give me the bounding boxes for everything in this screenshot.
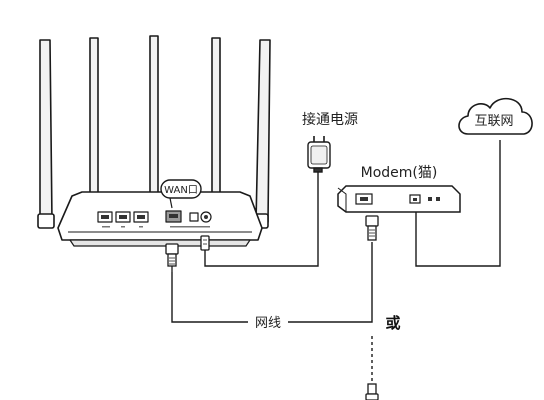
modem-ethernet-plug-icon — [365, 215, 379, 241]
router-lan-ports — [97, 211, 149, 223]
power-cord-plug — [200, 235, 210, 251]
internet-label: 互联网 — [474, 114, 513, 129]
router-antenna-1 — [37, 39, 55, 229]
power-cable — [204, 170, 319, 267]
alt-ethernet-plug-icon — [365, 383, 379, 400]
router-icon — [37, 35, 271, 247]
router-power-jack — [189, 211, 212, 223]
router-body — [57, 191, 263, 241]
router-wan-port — [165, 210, 182, 223]
modem-icon — [337, 185, 461, 213]
or-label: 或 — [385, 314, 400, 332]
modem-label: Modem(猫) — [361, 165, 438, 181]
wan-port-label: WAN口 — [164, 185, 198, 196]
ethernet-plug-icon — [165, 243, 179, 272]
router-antenna-5 — [251, 39, 271, 229]
router-antenna-2 — [89, 37, 99, 199]
wan-callout: WAN口 — [160, 179, 202, 209]
ethernet-cable — [171, 242, 373, 323]
cloud-icon: 互联网 — [458, 97, 533, 135]
modem-internet-line — [415, 140, 501, 267]
power-label: 接通电源 — [302, 111, 358, 128]
power-adapter-icon — [307, 136, 331, 173]
cable-label: 网线 — [255, 316, 281, 331]
router-antenna-4 — [211, 37, 221, 199]
router-antenna-3 — [149, 35, 159, 197]
